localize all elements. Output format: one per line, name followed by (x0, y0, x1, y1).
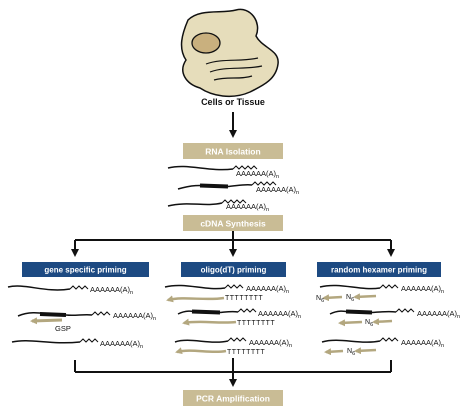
branch-label-oligo-dt: oligo(dT) priming (201, 266, 267, 275)
cell-illustration (180, 8, 279, 98)
subscript: n (289, 343, 292, 349)
rna-isolation-box (183, 143, 283, 159)
gsp-label: GSP (55, 324, 71, 333)
polya-tail: AAAAAA(A)n (401, 284, 444, 295)
subscript: 6 (351, 297, 354, 303)
branch-box-random-hexamer (317, 262, 441, 277)
polya-tail: AAAAAA(A)n (226, 202, 269, 213)
hexamer-label: N6 (365, 319, 373, 328)
cdna-synthesis-box (183, 215, 283, 231)
source-label: Cells or Tissue (201, 97, 265, 107)
polya-tail: AAAAAA(A)n (417, 309, 460, 320)
oligo-dt-primer: TTTTTTTT (227, 349, 265, 356)
rna-isolation-label: RNA Isolation (205, 147, 260, 157)
subscript: n (266, 207, 269, 213)
branch-box-oligo-dt (181, 262, 286, 277)
polya-tail: AAAAAA(A)n (100, 339, 143, 350)
rna-molecule: AAAAAA(A)n (177, 181, 299, 196)
gsp-primer (30, 317, 63, 325)
polya-tail: AAAAAA(A)n (236, 169, 279, 180)
polya-tail: AAAAAA(A)n (246, 284, 289, 295)
subscript: n (130, 290, 133, 296)
hexamer-label: N6 (346, 294, 354, 303)
pcr-amplification-box (183, 390, 283, 406)
oligo-dt-primer: TTTTTTTT (225, 295, 263, 302)
rna-molecule: AAAAAA(A)n (167, 165, 279, 180)
branch-label-random-hexamer: random hexamer priming (331, 266, 427, 275)
oligo-dt-primer: TTTTTTTT (237, 320, 275, 327)
hexamer-panel: AAAAAA(A)n N6 N6 AAAAAA(A)n N6 AAAAAA(A)… (316, 284, 460, 357)
subscript: n (286, 289, 289, 295)
hexamer-label: N6 (347, 348, 355, 357)
cell-fold (213, 75, 253, 81)
cell-fold (209, 65, 263, 73)
branch-box-gene-specific (22, 262, 149, 277)
polya-tail: AAAAAA(A)n (249, 338, 292, 349)
polya-tail: AAAAAA(A)n (90, 285, 133, 296)
cell-fold (205, 57, 259, 65)
subscript: 6 (370, 322, 373, 328)
cell-nucleus (191, 32, 221, 54)
gsp-panel: AAAAAA(A)n AAAAAA(A)n GSP AAAAAA(A)n (7, 285, 156, 350)
rna-molecule: AAAAAA(A)n (167, 199, 269, 213)
subscript: n (276, 174, 279, 180)
polya-tail: AAAAAA(A)n (256, 185, 299, 196)
subscript: n (298, 314, 301, 320)
polya-tail: AAAAAA(A)n (258, 309, 301, 320)
subscript: 6 (321, 298, 324, 304)
polya-tail: AAAAAA(A)n (113, 311, 156, 322)
oligo-dt-panel: AAAAAA(A)n TTTTTTTT AAAAAA(A)n TTTTTTTT … (164, 284, 301, 356)
cdna-synthesis-label: cDNA Synthesis (200, 219, 266, 229)
pcr-amplification-label: PCR Amplification (196, 394, 270, 404)
subscript: n (140, 344, 143, 350)
cell-body (180, 8, 279, 98)
subscript: n (296, 190, 299, 196)
hexamer-label: N6 (316, 295, 324, 304)
subscript: n (457, 314, 460, 320)
subscript: 6 (352, 351, 355, 357)
polya-tail: AAAAAA(A)n (401, 338, 444, 349)
subscript: n (441, 289, 444, 295)
branch-label-gene-specific: gene specific priming (44, 266, 126, 275)
subscript: n (153, 316, 156, 322)
subscript: n (441, 343, 444, 349)
